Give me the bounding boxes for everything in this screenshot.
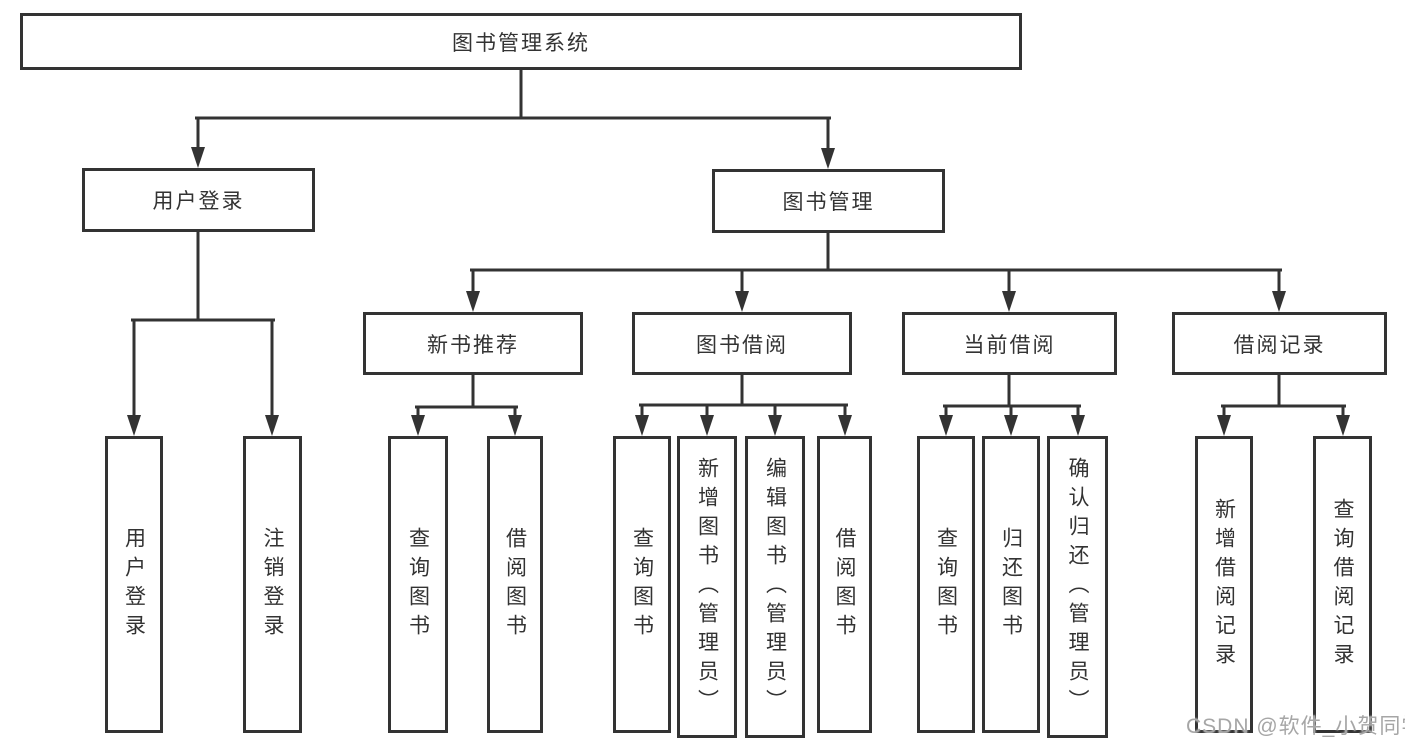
node-current-borrow: 当前借阅 (902, 312, 1117, 375)
leaf-borrow-book: 借阅图书 (487, 436, 543, 733)
leaf-user-login: 用户登录 (105, 436, 163, 733)
leaf-query-books: 查询图书 (613, 436, 671, 733)
leaf-query-borrow-record: 查询借阅记录 (1313, 436, 1372, 733)
leaf-logout: 注销登录 (243, 436, 302, 733)
node-new-book-recommend: 新书推荐 (363, 312, 583, 375)
node-book-management: 图书管理 (712, 169, 945, 233)
leaf-add-borrow-record: 新增借阅记录 (1195, 436, 1253, 733)
leaf-return-book: 归还图书 (982, 436, 1040, 733)
leaf-add-book-admin: 新增图书（管理员） (677, 436, 737, 738)
node-library-management-system: 图书管理系统 (20, 13, 1022, 70)
leaf-query-books: 查询图书 (388, 436, 448, 733)
leaf-confirm-return-admin: 确认归还（管理员） (1047, 436, 1108, 738)
node-book-borrow: 图书借阅 (632, 312, 852, 375)
leaf-edit-book-admin: 编辑图书（管理员） (745, 436, 805, 738)
node-borrow-records: 借阅记录 (1172, 312, 1387, 375)
leaf-query-books: 查询图书 (917, 436, 975, 733)
watermark: CSDN @软件_小贺同学 (1186, 715, 1405, 738)
leaf-borrow-book: 借阅图书 (817, 436, 872, 733)
node-user-login: 用户登录 (82, 168, 315, 232)
